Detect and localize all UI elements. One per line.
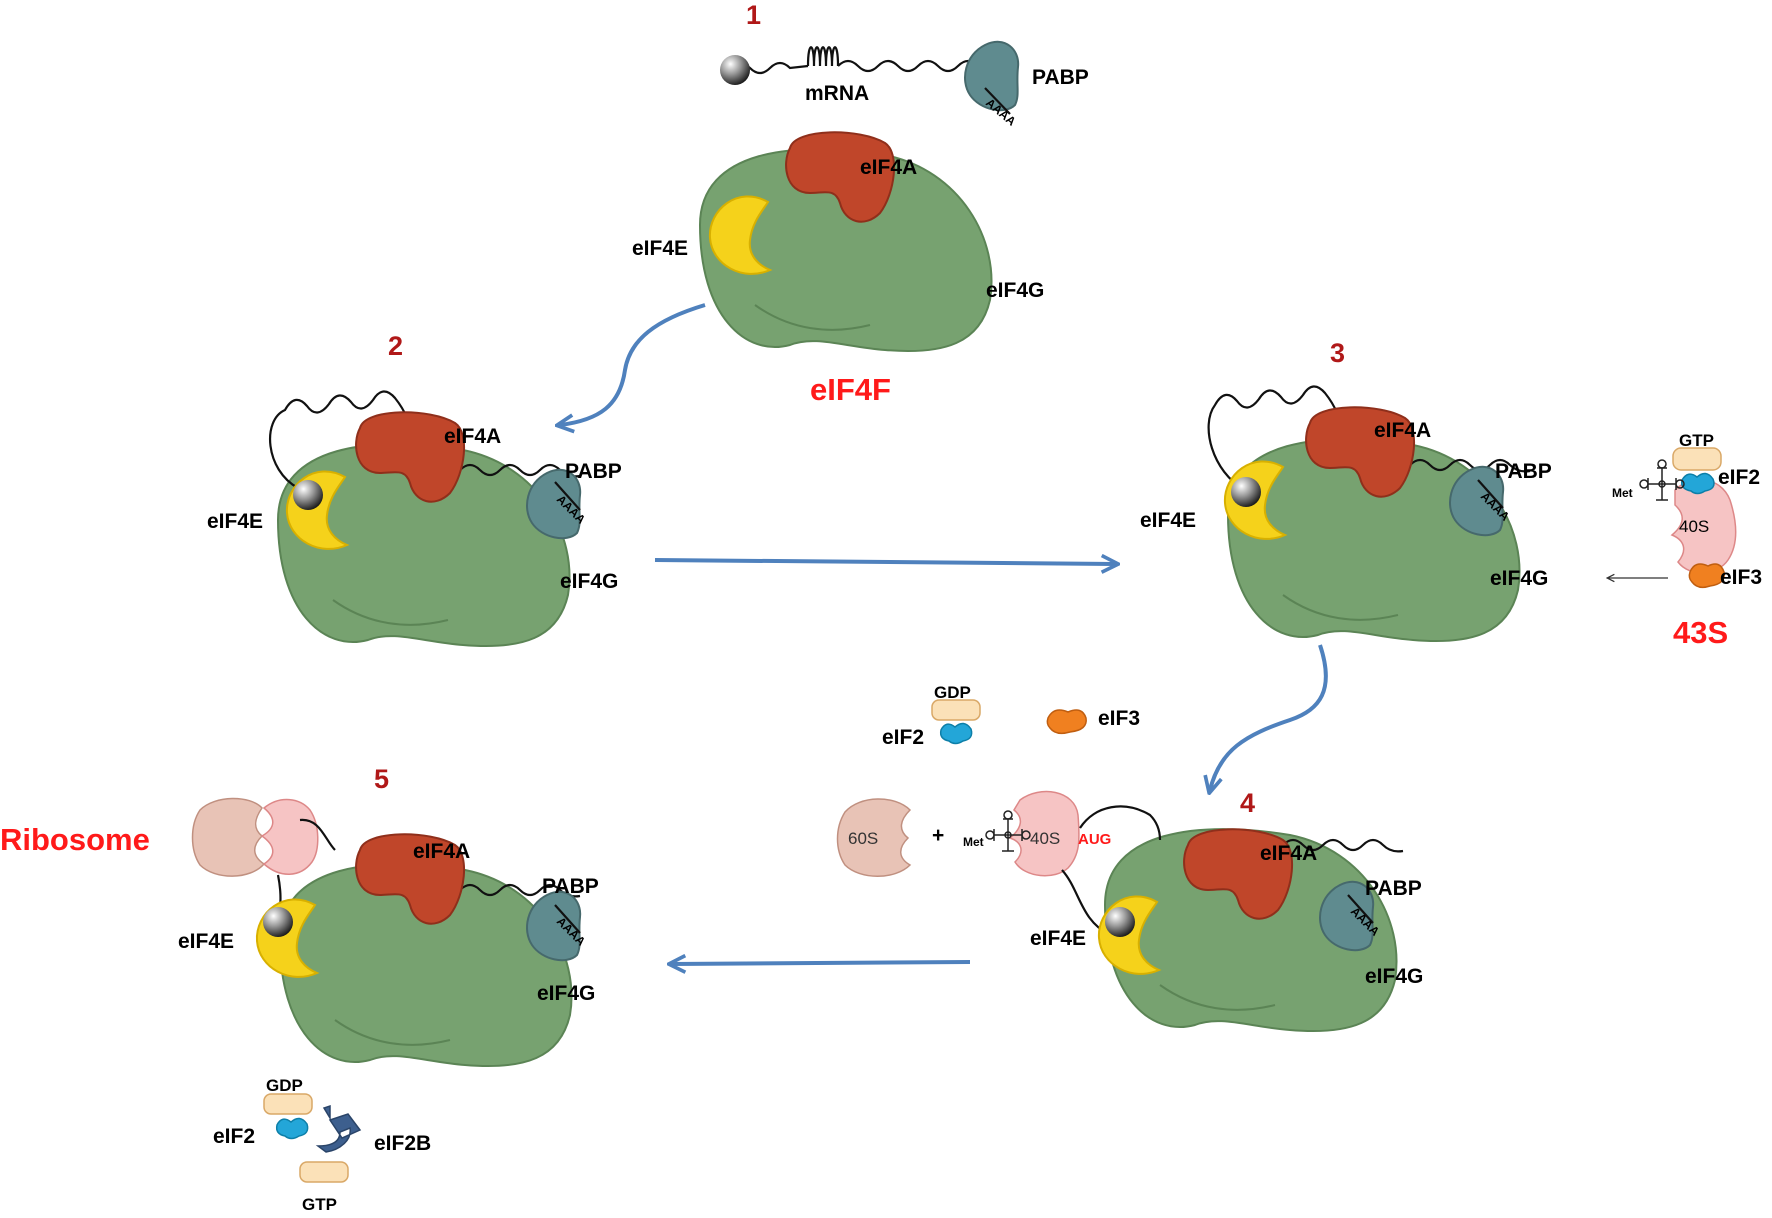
step-5-complex: 5 Ribosome AAAA eIF4A PABP eIF4E eIF4G bbox=[0, 764, 599, 1068]
60s-label: 60S bbox=[848, 829, 878, 848]
40s-label: 40S bbox=[1030, 829, 1060, 848]
arrow-step-4-to-step-5 bbox=[672, 962, 971, 964]
eif2-shape bbox=[275, 1117, 309, 1140]
gdp-label: GDP bbox=[934, 683, 971, 702]
mrna-loop bbox=[1207, 385, 1531, 491]
pabp-label: PABP bbox=[565, 460, 622, 483]
step-number-5: 5 bbox=[374, 764, 389, 794]
eif4a-label: eIF4A bbox=[413, 840, 470, 863]
polya-tail bbox=[1477, 479, 1504, 509]
step-2-complex: 2 AAAA eIF4A PABP eIF4E eIF4G bbox=[207, 331, 622, 648]
met-label: Met bbox=[1612, 486, 1633, 500]
step-number-2: 2 bbox=[388, 331, 403, 361]
eif4a-label: eIF4A bbox=[1260, 842, 1317, 865]
step-number-4: 4 bbox=[1240, 788, 1255, 818]
polya-tail bbox=[554, 904, 581, 934]
mrna-strand bbox=[729, 46, 995, 75]
released-factors: GDP eIF2 eIF3 bbox=[882, 683, 1140, 749]
met-label: Met bbox=[963, 835, 984, 849]
eif2-label: eIF2 bbox=[1718, 466, 1760, 489]
mrna-cap bbox=[1231, 477, 1261, 507]
eif4g-label: eIF4G bbox=[1365, 965, 1423, 988]
mrna-cap bbox=[720, 55, 750, 85]
eif2-label: eIF2 bbox=[213, 1125, 255, 1148]
polya-tail bbox=[554, 481, 581, 511]
eif4e-label: eIF4E bbox=[178, 930, 234, 953]
eif4g-label: eIF4G bbox=[986, 279, 1044, 302]
pabp-label: PABP bbox=[1495, 460, 1552, 483]
mrna-cap bbox=[1105, 907, 1135, 937]
60s-subunit bbox=[191, 797, 266, 877]
polya-tail bbox=[1347, 894, 1374, 924]
step-1-mrna: 1 AAAA mRNA PABP bbox=[720, 0, 1089, 129]
eif4a-label: eIF4A bbox=[1374, 419, 1431, 442]
40s-subunit bbox=[260, 798, 319, 875]
step-number-3: 3 bbox=[1330, 338, 1345, 368]
eif4a-label: eIF4A bbox=[444, 425, 501, 448]
eif3-shape bbox=[1688, 563, 1725, 589]
gdp-shape bbox=[931, 699, 981, 721]
gdp-label: GDP bbox=[266, 1076, 303, 1095]
pabp-label: PABP bbox=[1032, 66, 1089, 89]
mrna-cap bbox=[263, 907, 293, 937]
aug-label: AUG bbox=[1078, 831, 1111, 848]
pabp-label: PABP bbox=[1365, 877, 1422, 900]
arrow-step-3-to-step-4 bbox=[1210, 644, 1328, 790]
40s-label: 40S bbox=[1679, 517, 1709, 536]
gtp-label: GTP bbox=[302, 1195, 337, 1214]
60s-subunit bbox=[836, 798, 912, 877]
eif2b-shape bbox=[315, 1104, 362, 1153]
arrow-step-2-to-step-3 bbox=[654, 560, 1115, 564]
arrow-eif4f-to-step-2 bbox=[560, 303, 706, 425]
eif4e-label: eIF4E bbox=[632, 237, 688, 260]
eif3-shape bbox=[1046, 709, 1087, 735]
eif2-recycling: GDP eIF2 eIF2B GTP bbox=[213, 1076, 431, 1214]
eif2-shape bbox=[1680, 472, 1715, 495]
subunits-joining: 60S + Met 40S AUG bbox=[836, 790, 1111, 877]
mrna-label: mRNA bbox=[805, 82, 869, 105]
plus-sign: + bbox=[932, 824, 944, 847]
gdp-shape bbox=[263, 1093, 313, 1115]
polya-tail bbox=[984, 87, 1011, 115]
step-3-complex: 3 AAAA eIF4A PABP eIF4E eIF4G bbox=[1140, 338, 1552, 643]
eif4e-label: eIF4E bbox=[1030, 927, 1086, 950]
ribosome-label: Ribosome bbox=[0, 822, 150, 857]
eif4e-label: eIF4E bbox=[1140, 509, 1196, 532]
gtp-shape bbox=[299, 1161, 349, 1183]
step-number-1: 1 bbox=[746, 0, 761, 30]
eif2b-label: eIF2B bbox=[374, 1132, 431, 1155]
eif4f-complex: eIF4A eIF4E eIF4G eIF4F bbox=[632, 131, 1044, 407]
eif2-shape bbox=[939, 722, 973, 745]
43s-label: 43S bbox=[1673, 615, 1728, 650]
eif3-label: eIF3 bbox=[1720, 566, 1762, 589]
gtp-shape bbox=[1672, 447, 1722, 471]
gtp-label: GTP bbox=[1679, 431, 1714, 450]
eif4a-label: eIF4A bbox=[860, 156, 917, 179]
eif4g-label: eIF4G bbox=[537, 982, 595, 1005]
eif4g-label: eIF4G bbox=[560, 570, 618, 593]
eif4g-label: eIF4G bbox=[1490, 567, 1548, 590]
pabp-label: PABP bbox=[542, 875, 599, 898]
step-4-complex: 4 AAAA eIF4A PABP eIF4E eIF4G bbox=[1030, 788, 1423, 1033]
eif2-label: eIF2 bbox=[882, 726, 924, 749]
eif4e-label: eIF4E bbox=[207, 510, 263, 533]
eif4f-label: eIF4F bbox=[810, 372, 891, 407]
eif3-label: eIF3 bbox=[1098, 707, 1140, 730]
mrna-cap bbox=[293, 480, 323, 510]
43s-complex: GTP 40S Met eIF2 eIF3 43S bbox=[1612, 431, 1762, 650]
